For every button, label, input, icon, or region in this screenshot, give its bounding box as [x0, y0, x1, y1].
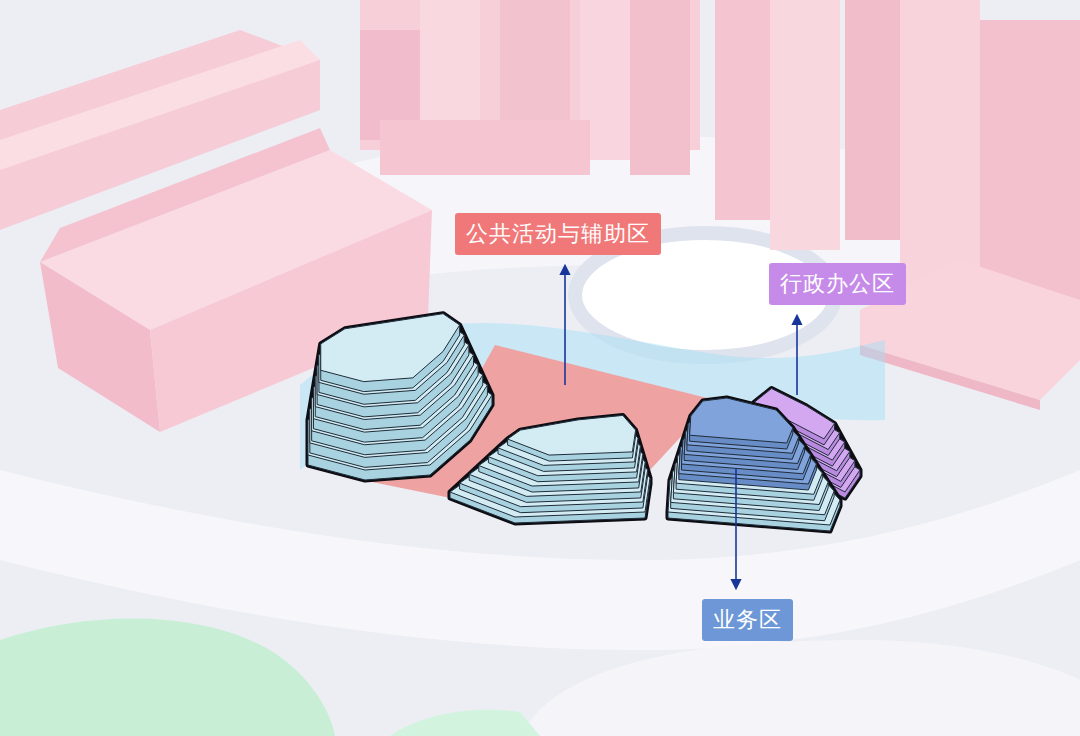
building: [630, 0, 690, 175]
zone-name: 业务区: [713, 607, 782, 633]
building-outline: [308, 314, 492, 480]
building-outline: [450, 415, 650, 523]
building: [40, 128, 330, 262]
building: [40, 262, 160, 432]
zone-label: 公共活动与辅助区: [455, 213, 661, 255]
building-floor: [690, 398, 793, 449]
leader-arrow: [796, 316, 798, 395]
building-floor: [508, 415, 636, 455]
stepped-building: [308, 314, 492, 480]
building: [420, 0, 480, 130]
building: [770, 0, 840, 250]
green-space: [390, 710, 540, 736]
stepped-building: [450, 415, 650, 523]
building-floor: [321, 314, 460, 392]
zone-name: 公共活动与辅助区: [466, 221, 650, 247]
zone-label: 行政办公区: [769, 263, 906, 305]
building-floor: [508, 415, 636, 461]
leader-arrow: [735, 468, 737, 588]
stepped-building: [668, 398, 840, 531]
building: [860, 345, 1040, 410]
green-space: [0, 619, 335, 736]
zone-name: 行政办公区: [780, 271, 895, 297]
road: [520, 640, 1080, 736]
building-outline: [668, 398, 840, 531]
building-floor: [321, 314, 460, 382]
leader-arrow: [564, 266, 566, 385]
building: [900, 0, 980, 300]
zone-label: 业务区: [702, 599, 793, 641]
building-floor: [690, 398, 793, 443]
building: [380, 120, 590, 175]
